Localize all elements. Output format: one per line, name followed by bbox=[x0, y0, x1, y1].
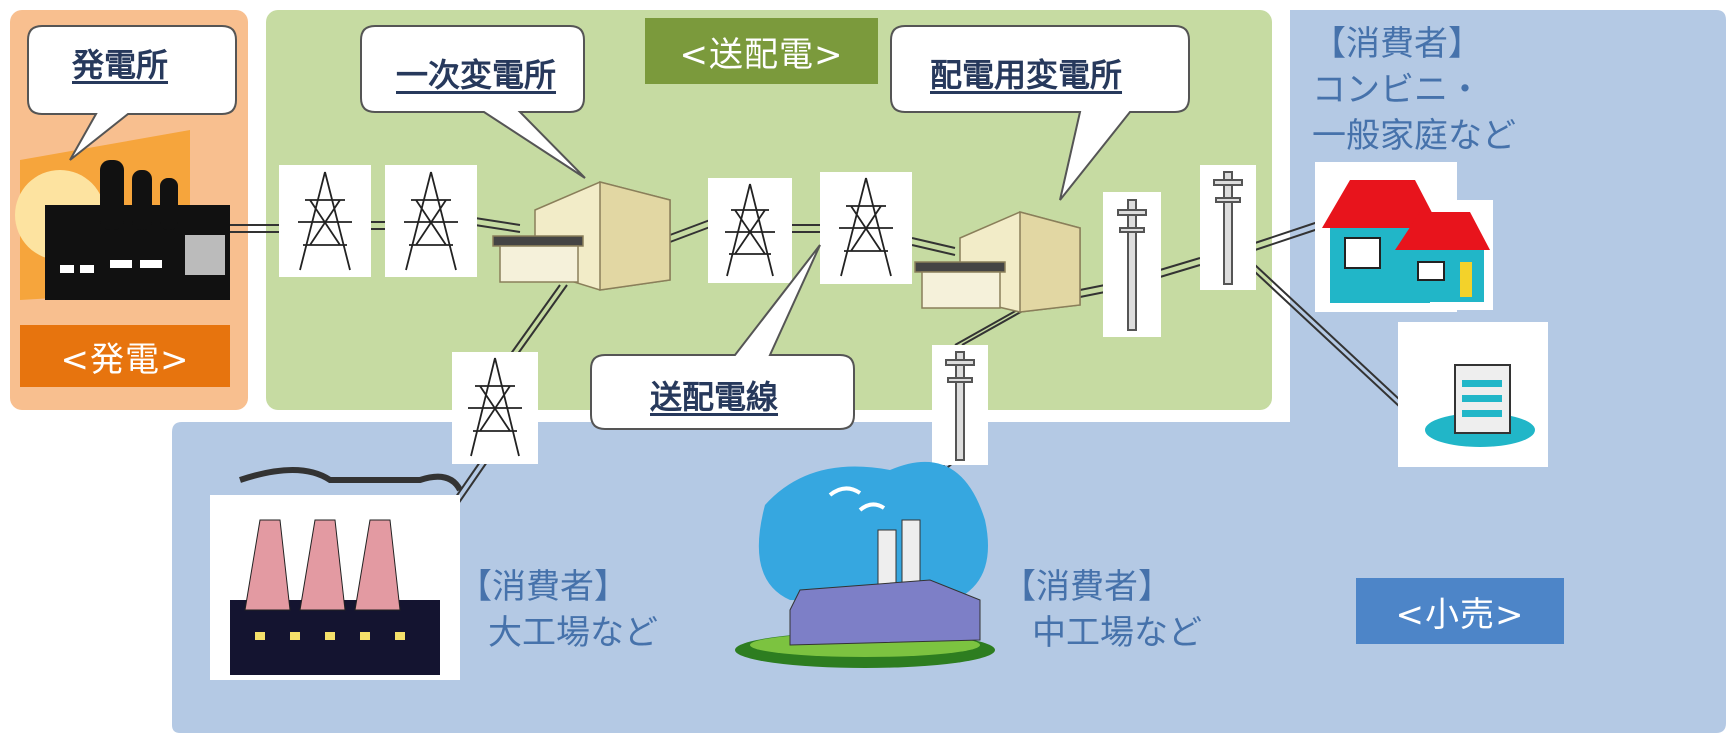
consumer-heading: 【消費者】 bbox=[458, 567, 628, 607]
primary-substation-label: 一次変電所 bbox=[396, 56, 557, 94]
large-factory-consumer-label: 【消費者】 大工場など bbox=[458, 565, 658, 657]
power-lines bbox=[230, 217, 1401, 521]
office-building-icon bbox=[1398, 322, 1548, 467]
power-plant-label: 発電所 bbox=[72, 46, 169, 84]
industrial-plant-icon bbox=[735, 461, 995, 668]
house-icon bbox=[1315, 162, 1493, 312]
substation-building-icon bbox=[492, 181, 1081, 313]
utility-pole-icon bbox=[932, 165, 1256, 465]
home-consumer-label: 【消費者】 コンビニ・ 一般家庭など bbox=[1312, 22, 1516, 160]
transmission-lines-label: 送配電線 bbox=[650, 378, 779, 416]
distribution-substation-label: 配電用変電所 bbox=[930, 56, 1123, 94]
consumer-type: 一般家庭など bbox=[1312, 115, 1516, 156]
smokestack-factory-icon bbox=[210, 467, 463, 680]
consumer-type: コンビニ・ bbox=[1312, 69, 1482, 110]
callout-bubbles bbox=[27, 25, 1190, 430]
transmission-tower-icon bbox=[279, 165, 912, 464]
factory-icon bbox=[15, 130, 230, 300]
generation-tag: <発電> bbox=[20, 325, 230, 387]
transmission-tag: <送配電> bbox=[645, 18, 878, 84]
medium-factory-consumer-label: 【消費者】 中工場など bbox=[1002, 565, 1202, 657]
retail-tag: <小売> bbox=[1356, 578, 1564, 644]
consumer-type: 大工場など bbox=[488, 612, 658, 653]
consumer-heading: 【消費者】 bbox=[1002, 567, 1172, 607]
consumer-type: 中工場など bbox=[1032, 612, 1202, 653]
consumer-heading: 【消費者】 bbox=[1312, 24, 1482, 64]
